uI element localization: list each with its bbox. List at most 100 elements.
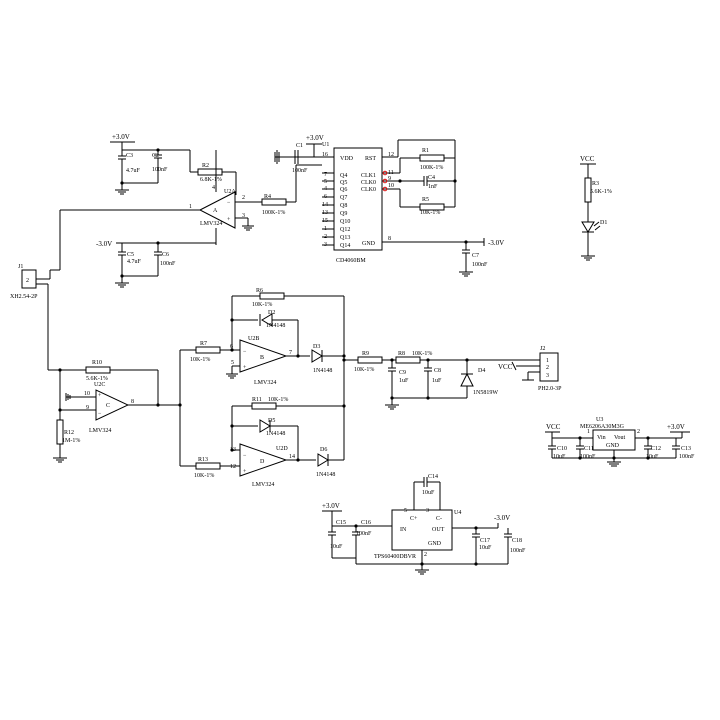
- svg-text:12: 12: [388, 152, 394, 158]
- r1-label: R1: [422, 148, 429, 154]
- c6-value: 100nF: [160, 261, 176, 267]
- svg-text:IN: IN: [400, 527, 407, 533]
- d1-led-section: VCC R3 5.6K-1% D1: [580, 155, 612, 261]
- vcc-label: VCC: [580, 155, 595, 163]
- u1-model: CD4060BM: [336, 258, 366, 264]
- u2c-pin9: 9: [86, 405, 89, 411]
- r8-label: R8: [398, 351, 405, 357]
- svg-text:+: +: [243, 469, 247, 475]
- c14-value: 10uF: [422, 490, 435, 496]
- pwr-label: -3.0V: [494, 514, 510, 522]
- pwr-label: -3.0V: [96, 240, 112, 248]
- c15-label: C15: [336, 520, 346, 526]
- j2-pin1: 1: [546, 358, 549, 364]
- u2a-pin2: 2: [242, 195, 245, 201]
- u2a-pin4: 4: [212, 185, 215, 191]
- svg-text:GND: GND: [606, 443, 620, 449]
- d5-value: 1N4148: [266, 431, 285, 437]
- u2b-ref: U2B: [248, 336, 259, 342]
- c11-value: 100nF: [580, 454, 596, 460]
- d1-label: D1: [600, 220, 607, 226]
- c15-value: 10uF: [330, 544, 343, 550]
- u2a-pin1: 1: [189, 204, 192, 210]
- c17-label: C17: [480, 538, 490, 544]
- svg-text:Q9: Q9: [340, 211, 347, 217]
- j1-connector: J1 2 XH2.54-2P: [10, 264, 60, 371]
- u2c-section: R10 5.6K-1% U2C C 10 9 + − 8 LMV324 R12 …: [53, 360, 180, 463]
- u4-chargepump-section: +3.0V C15 10uF C16 100nF IN OUT U4 C+ C-…: [322, 474, 526, 575]
- c13-value: 100nF: [679, 454, 695, 460]
- r4-label: R4: [264, 194, 271, 200]
- u2a-unit: A: [213, 208, 218, 214]
- svg-text:2: 2: [637, 429, 640, 435]
- vcc-label: VCC: [498, 363, 513, 371]
- u2b-model: LMV324: [254, 380, 276, 386]
- c9-label: C9: [399, 370, 406, 376]
- u2b-pin6: 6: [230, 344, 233, 350]
- j1-pin: 2: [26, 278, 29, 284]
- u2c-model: LMV324: [89, 428, 111, 434]
- r11-label: R11: [252, 397, 262, 403]
- d2-value: 1N4148: [266, 323, 285, 329]
- svg-text:−: −: [243, 349, 247, 355]
- svg-text:Vin: Vin: [597, 435, 606, 441]
- c4-value: 1nF: [428, 184, 438, 190]
- svg-text:Q14: Q14: [340, 243, 350, 249]
- c12-label: C12: [651, 446, 661, 452]
- output-filter: R9 10K-1% R8 10K-1% C9 1uF C8 1uF D4 1N5…: [344, 346, 562, 410]
- r7-value: 10K-1%: [190, 357, 210, 363]
- u4-model: TPS60400DBVR: [374, 554, 416, 560]
- r1-value: 100K-1%: [420, 165, 443, 171]
- c4-label: C4: [428, 175, 435, 181]
- r5-label: R5: [422, 197, 429, 203]
- c10-label: C10: [557, 446, 567, 452]
- u1-ref: U1: [322, 142, 329, 148]
- svg-text:8: 8: [388, 236, 391, 242]
- u4-ref: U4: [454, 510, 461, 516]
- j2-label: J2: [540, 346, 545, 352]
- d4-label: D4: [478, 368, 485, 374]
- c8-value: 1uF: [432, 378, 442, 384]
- r10-value: 5.6K-1%: [86, 376, 108, 382]
- d6-value: 1N4148: [316, 472, 335, 478]
- r3-label: R3: [592, 181, 599, 187]
- d4-value: 1N5819W: [473, 390, 498, 396]
- svg-text:Q12: Q12: [340, 227, 350, 233]
- c3-value: 4.7uF: [126, 168, 141, 174]
- svg-text:Vout: Vout: [614, 435, 626, 441]
- d3-value: 1N4148: [313, 368, 332, 374]
- svg-text:+: +: [243, 365, 247, 371]
- r6-label: R6: [256, 288, 263, 294]
- svg-text:VDD: VDD: [340, 156, 354, 162]
- u2d-unit: D: [260, 459, 265, 465]
- svg-text:C+: C+: [410, 516, 418, 522]
- c5-label: C5: [127, 252, 134, 258]
- r4-value: 100K-1%: [262, 210, 285, 216]
- svg-text:9: 9: [388, 176, 391, 182]
- u2d-pin12: 12: [230, 464, 236, 470]
- u2c-pin10: 10: [84, 391, 90, 397]
- svg-text:Q10: Q10: [340, 219, 350, 225]
- d6-label: D6: [320, 447, 327, 453]
- svg-text:2: 2: [424, 552, 427, 558]
- c10-value: 10uF: [553, 454, 566, 460]
- svg-text:GND: GND: [362, 241, 376, 247]
- r13-label: R13: [198, 457, 208, 463]
- u2c-unit: C: [106, 403, 110, 409]
- svg-text:Q8: Q8: [340, 203, 347, 209]
- j2-pin2: 2: [546, 365, 549, 371]
- c1-value: 100nF: [292, 168, 308, 174]
- d2-label: D2: [268, 310, 275, 316]
- c9-value: 1uF: [399, 378, 409, 384]
- r3-value: 5.6K-1%: [590, 189, 612, 195]
- u2a-model: LMV324: [200, 221, 222, 227]
- u2c-pin8: 8: [131, 399, 134, 405]
- svg-text:16: 16: [322, 152, 328, 158]
- c1-label: C1: [296, 143, 303, 149]
- svg-text:5: 5: [324, 179, 327, 185]
- r2-value: 6.8K-1%: [200, 177, 222, 183]
- svg-text:−: −: [243, 453, 247, 459]
- r6-value: 10K-1%: [252, 302, 272, 308]
